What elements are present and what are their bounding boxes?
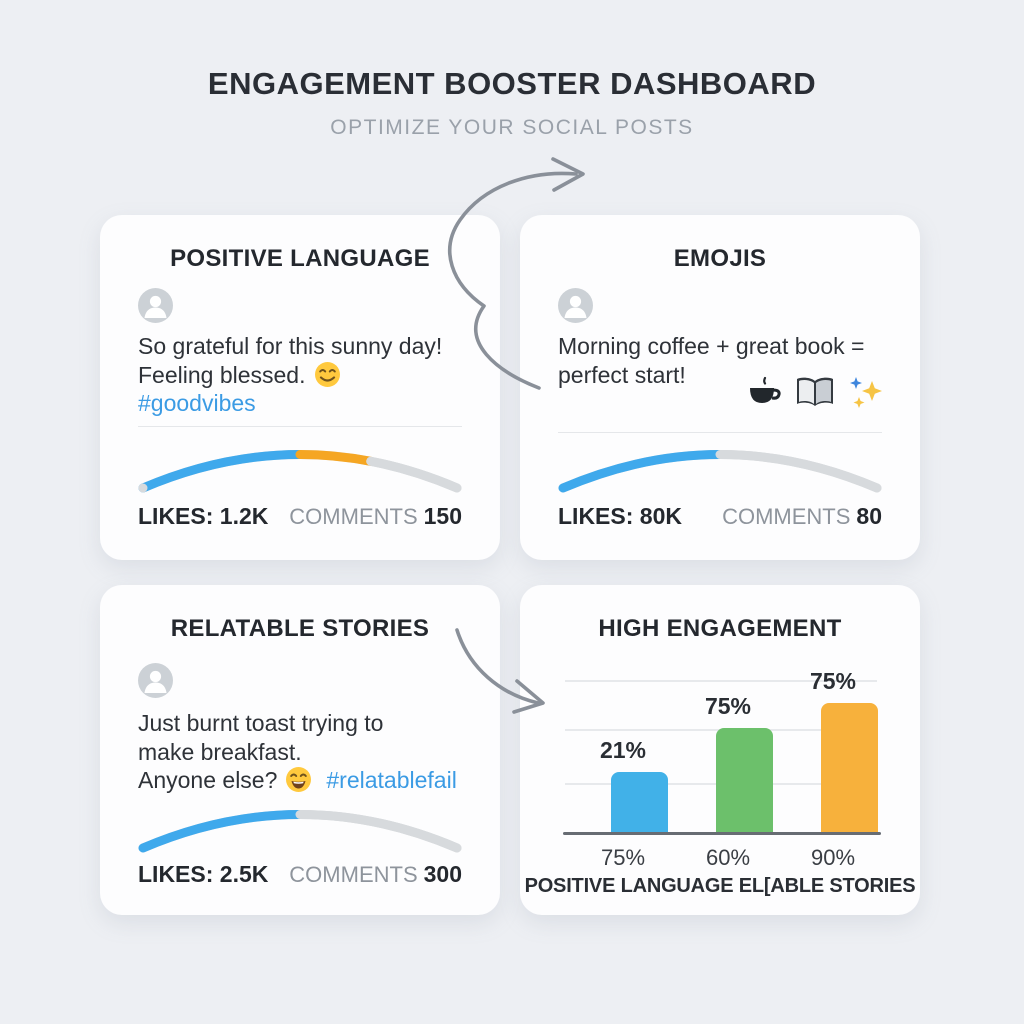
divider <box>558 432 882 433</box>
card-high-engagement: HIGH ENGAGEMENT 21% 75% 75% 75% 60% 90% … <box>520 585 920 915</box>
card-positive-language: POSITIVE LANGUAGE So grateful for this s… <box>100 215 500 560</box>
x-axis <box>563 832 881 835</box>
post-text: Just burnt toast trying to make breakfas… <box>138 710 457 793</box>
post-text: So grateful for this sunny day! Feeling … <box>138 333 443 416</box>
bar-chart: 21% 75% 75% 75% 60% 90% <box>563 668 881 870</box>
hashtag-link[interactable]: #relatablefail <box>326 767 457 793</box>
likes-count: LIKES: 80K <box>558 503 682 529</box>
coffee-emoji <box>750 376 781 403</box>
category-label: 90% <box>810 845 856 870</box>
dashboard-header: ENGAGEMENT BOOSTER DASHBOARD OPTIMIZE YO… <box>0 66 1024 140</box>
likes-count: LIKES: 1.2K <box>138 503 269 529</box>
card-relatable-stories: RELATABLE STORIES Just burnt toast tryin… <box>100 585 500 915</box>
likes-count: LIKES: 2.5K <box>138 861 269 887</box>
user-icon <box>564 295 587 318</box>
engagement-gauge <box>138 450 462 493</box>
chart-caption: POSITIVE LANGUAGE EL[ABLE STORIES <box>524 875 916 897</box>
avatar <box>138 663 173 698</box>
page-title: ENGAGEMENT BOOSTER DASHBOARD <box>207 66 817 101</box>
engagement-gauge <box>558 450 882 493</box>
bar-positive-language <box>611 772 668 833</box>
sparkles-emoji <box>850 377 882 408</box>
bar-value-label: 75% <box>704 693 752 719</box>
user-icon <box>144 295 167 318</box>
hashtag-link[interactable]: #goodvibes <box>138 390 256 416</box>
card-title: HIGH ENGAGEMENT <box>598 615 842 642</box>
card-title: EMOJIS <box>673 245 767 272</box>
emoji-row <box>746 375 884 411</box>
user-icon <box>144 670 167 693</box>
card-title: RELATABLE STORIES <box>170 615 430 642</box>
page-subtitle: OPTIMIZE YOUR SOCIAL POSTS <box>330 116 694 139</box>
card-emojis: EMOJIS Morning coffee + great book = per… <box>520 215 920 560</box>
grinning-face-emoji <box>286 767 312 792</box>
avatar <box>558 288 593 323</box>
bar-value-label: 75% <box>809 668 857 694</box>
category-label: 60% <box>705 845 751 870</box>
post-text: Morning coffee + great book = perfect st… <box>558 333 865 388</box>
bar-relatable-stories <box>821 703 878 833</box>
bar-value-label: 21% <box>599 737 647 763</box>
card-title: POSITIVE LANGUAGE <box>170 245 430 272</box>
open-book-emoji <box>797 377 833 406</box>
engagement-gauge <box>138 810 462 853</box>
category-label: 75% <box>600 845 646 870</box>
smiling-face-emoji <box>314 361 340 387</box>
bar-emojis <box>716 728 773 833</box>
gridline <box>565 680 877 682</box>
divider <box>138 426 462 427</box>
avatar <box>138 288 173 323</box>
